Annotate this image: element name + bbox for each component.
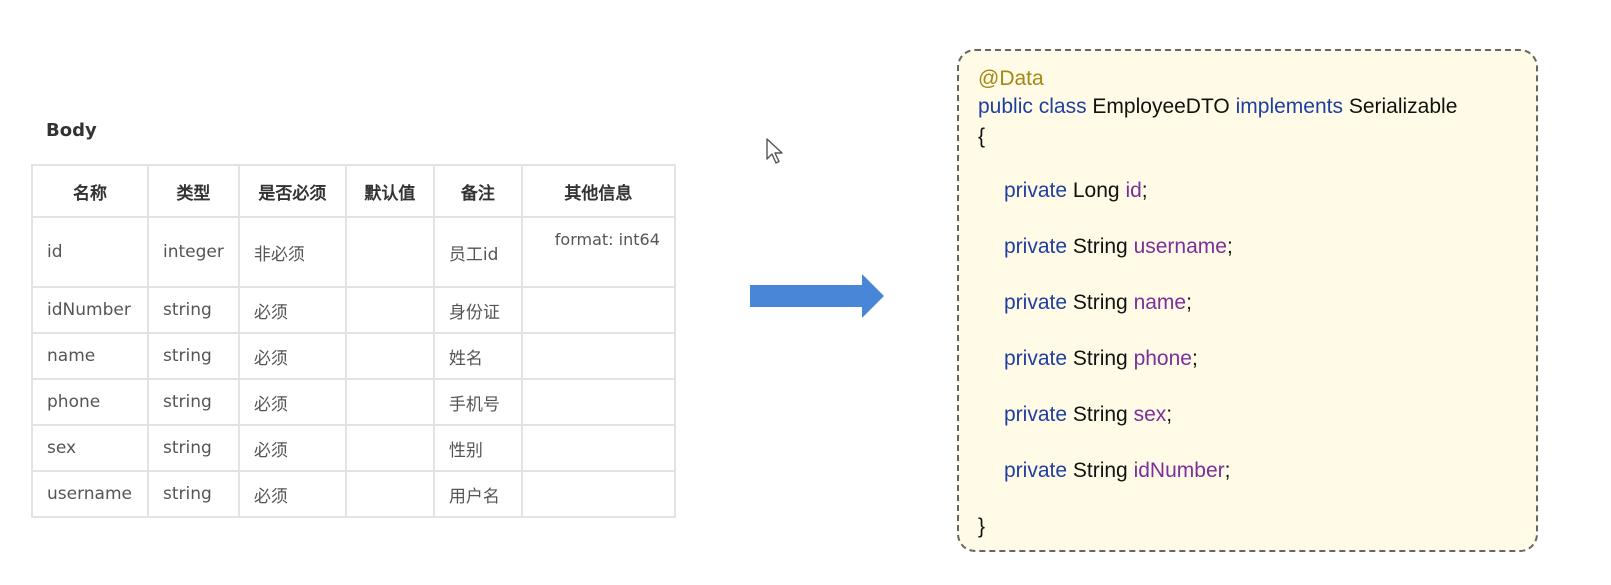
field-semicolon: ; [1186,291,1192,314]
cell-default [344,470,435,518]
field-name: idNumber [1133,459,1225,482]
cell-default [344,378,435,426]
cell-other-info [520,424,676,472]
column-header-remark: 备注 [432,164,523,218]
class-name: EmployeeDTO [1092,95,1230,118]
field-modifier: private [1004,235,1068,258]
column-header-type: 类型 [147,164,240,218]
field-modifier: private [1004,291,1068,314]
cell-remark: 身份证 [432,286,523,334]
field-name: id [1125,179,1142,202]
column-header-other-info: 其他信息 [520,164,676,218]
cell-default [344,332,435,380]
column-header-default: 默认值 [344,164,435,218]
open-brace: { [978,125,986,148]
cell-required: 必须 [237,424,347,472]
code-line-field: private String sex; [1004,403,1172,427]
field-name: phone [1133,347,1192,370]
code-line-field: private String name; [1004,291,1192,315]
field-name: name [1133,291,1187,314]
table-row: username string 必须 用户名 [31,470,676,518]
code-line-field: private String idNumber; [1004,459,1230,483]
code-line-annotation: @Data [978,67,1044,91]
column-header-name: 名称 [31,164,149,218]
field-modifier: private [1004,347,1068,370]
annotation-token: @Data [978,67,1044,90]
cell-name: sex [31,424,149,472]
field-type: String [1072,459,1128,482]
cell-remark: 员工id [432,216,523,288]
cell-name: id [31,216,149,288]
keyword-public: public [978,95,1033,118]
cell-remark: 姓名 [432,332,523,380]
field-type: String [1072,347,1128,370]
code-line-class-declaration: public class EmployeeDTO implements Seri… [978,95,1457,119]
table-row: sex string 必须 性别 [31,424,676,472]
cell-other-info [520,378,676,426]
code-line-field: private String username; [1004,235,1233,259]
cell-other-info [520,470,676,518]
cell-type: string [147,424,240,472]
field-type: Long [1072,179,1120,202]
cell-remark: 用户名 [432,470,523,518]
field-semicolon: ; [1191,347,1198,370]
field-type: String [1072,291,1128,314]
mouse-pointer-icon [766,138,783,164]
interface-name: Serializable [1348,95,1458,118]
keyword-class: class [1038,95,1087,118]
field-semicolon: ; [1224,459,1231,482]
cell-default [344,216,435,288]
cell-required: 必须 [237,332,347,380]
code-line-close-brace: } [978,515,985,539]
cell-type: integer [147,216,240,288]
field-semicolon: ; [1226,235,1233,258]
field-modifier: private [1004,403,1068,426]
body-section-title: Body [46,120,97,141]
cell-other-info [520,332,676,380]
code-line-field: private Long id; [1004,179,1148,203]
cell-type: string [147,286,240,334]
cell-type: string [147,378,240,426]
field-type: String [1072,403,1128,426]
cell-other-info [520,286,676,334]
cell-name: idNumber [31,286,149,334]
cell-required: 非必须 [237,216,347,288]
code-line-open-brace: { [978,125,985,149]
cell-required: 必须 [237,378,347,426]
table-row: id integer 非必须 员工id format: int64 [31,216,676,288]
code-line-field: private String phone; [1004,347,1198,371]
field-modifier: private [1004,179,1068,202]
table-row: idNumber string 必须 身份证 [31,286,676,334]
field-name: username [1133,235,1227,258]
column-header-required: 是否必须 [237,164,347,218]
field-type: String [1072,235,1128,258]
close-brace: } [978,515,986,538]
table-header-row: 名称 类型 是否必须 默认值 备注 其他信息 [31,164,676,218]
cell-required: 必须 [237,470,347,518]
code-panel: @Data public class EmployeeDTO implement… [957,49,1538,552]
cell-name: username [31,470,149,518]
table-row: phone string 必须 手机号 [31,378,676,426]
cell-type: string [147,470,240,518]
keyword-implements: implements [1235,95,1343,118]
cell-other-info: format: int64 [520,216,676,288]
field-semicolon: ; [1141,179,1148,202]
field-modifier: private [1004,459,1068,482]
cell-default [344,286,435,334]
field-name: sex [1133,403,1167,426]
cell-name: name [31,332,149,380]
cell-type: string [147,332,240,380]
cell-default [344,424,435,472]
body-params-table: 名称 类型 是否必须 默认值 备注 其他信息 id integer 非必须 员工… [31,164,676,518]
right-arrow-icon [750,274,884,318]
cell-required: 必须 [237,286,347,334]
cell-remark: 性别 [432,424,523,472]
cell-name: phone [31,378,149,426]
cell-remark: 手机号 [432,378,523,426]
field-semicolon: ; [1166,403,1173,426]
table-row: name string 必须 姓名 [31,332,676,380]
